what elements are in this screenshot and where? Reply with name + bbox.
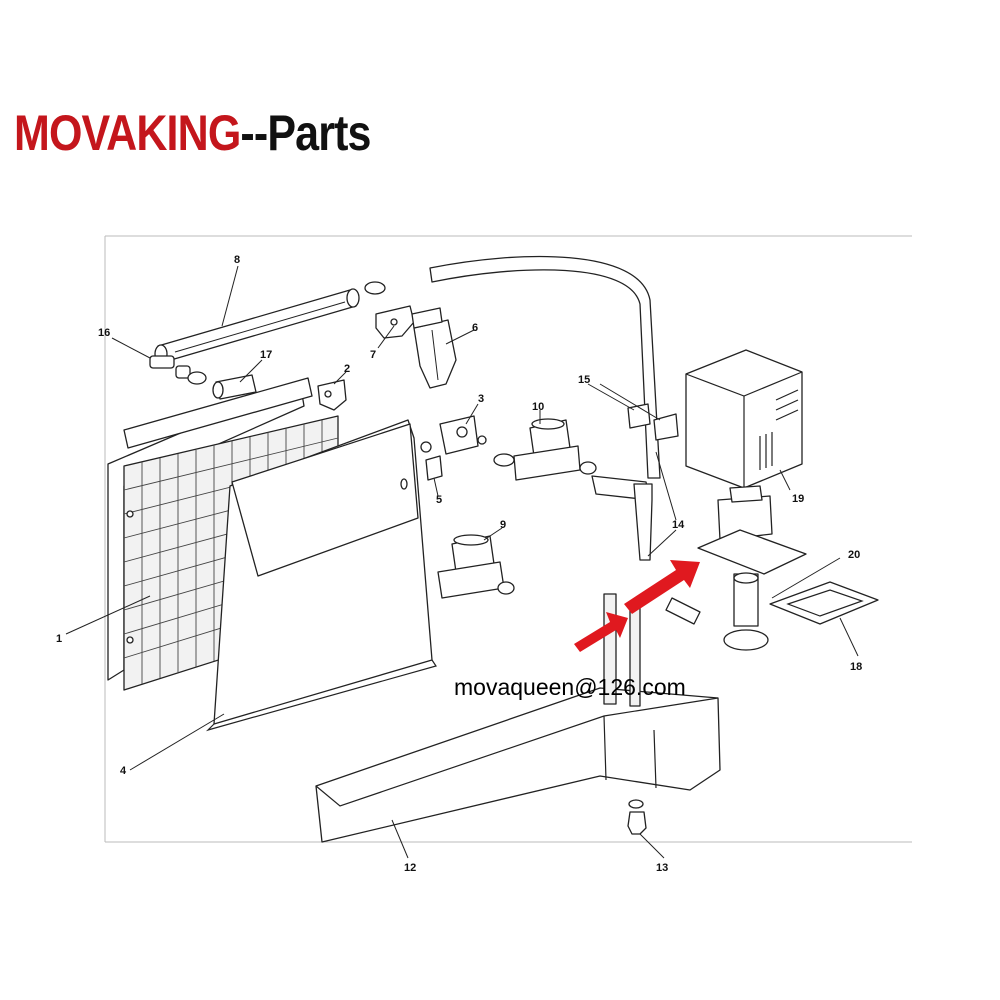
callout-4: 4 (120, 765, 127, 777)
part-14-tube (429, 255, 701, 625)
highlight-arrows (574, 560, 700, 652)
callout-5: 5 (436, 494, 442, 506)
part-20-pump (697, 485, 807, 651)
callout-labels: 8 16 17 2 7 6 3 5 10 9 15 14 19 20 18 1 … (56, 254, 862, 874)
part-3-switch (439, 415, 487, 455)
part-12-trough (315, 593, 721, 843)
callout-1: 1 (56, 633, 62, 645)
brand-name: MOVAKING (14, 105, 241, 161)
arrow-lower (574, 612, 628, 652)
callout-18: 18 (850, 661, 862, 673)
part-4-cover (205, 419, 437, 732)
part-19-pump-cover (685, 349, 803, 489)
leader-lines (65, 265, 859, 859)
callout-9: 9 (500, 519, 506, 531)
callout-6: 6 (472, 322, 478, 334)
part-18-gasket (769, 581, 879, 625)
part-2-bracket (317, 379, 347, 411)
callout-19: 19 (792, 493, 804, 505)
brand-title: MOVAKING--Parts (14, 108, 371, 158)
watermark-email: movaqueen@126.com (454, 674, 686, 700)
part-10-valve (493, 418, 597, 481)
callout-7: 7 (370, 349, 376, 361)
part-6-clip (411, 307, 457, 389)
arrow-upper (624, 560, 700, 614)
part-5-clip (420, 441, 443, 481)
part-7-hinge (375, 305, 415, 339)
callout-15: 15 (578, 374, 590, 386)
callout-12: 12 (404, 862, 416, 874)
callout-10: 10 (532, 401, 544, 413)
callout-8: 8 (234, 254, 240, 266)
callout-20: 20 (848, 549, 860, 561)
callout-13: 13 (656, 862, 668, 874)
callout-17: 17 (260, 349, 272, 361)
callout-2: 2 (344, 363, 350, 375)
brand-suffix: --Parts (240, 105, 371, 161)
part-17-sleeve (212, 374, 257, 400)
part-16-fitting (149, 355, 207, 385)
part-9-valve (437, 534, 515, 599)
callout-16: 16 (98, 327, 110, 339)
callout-3: 3 (478, 393, 484, 405)
part-13-drain (627, 799, 647, 835)
callout-14: 14 (672, 519, 685, 531)
diagram-frame (104, 235, 912, 843)
